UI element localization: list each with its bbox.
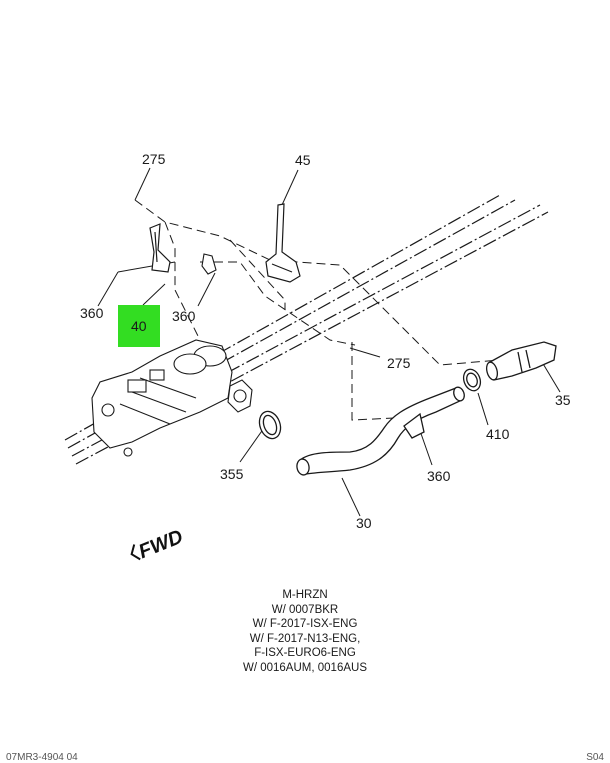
callout-275-top[interactable]: 275 [142, 151, 166, 167]
bracket-275 [149, 223, 171, 273]
fwd-indicator: FWD [130, 526, 186, 563]
bracket-45 [265, 203, 301, 283]
callout-30[interactable]: 30 [356, 515, 372, 531]
callout-410[interactable]: 410 [486, 426, 510, 442]
exhaust-pipe-30 [296, 386, 465, 476]
note-line: W/ 0007BKR [271, 603, 339, 616]
fwd-arrow-icon [130, 544, 141, 561]
leader-lines [97, 167, 561, 517]
callout-35[interactable]: 35 [555, 392, 571, 408]
clamp-360-mid [201, 253, 217, 275]
note-line: W/ 0016AUM, 0016AUS [242, 661, 367, 674]
callout-40[interactable]: 40 [131, 318, 147, 334]
callout-45[interactable]: 45 [295, 152, 311, 168]
fwd-label: FWD [136, 526, 186, 563]
note-line: W/ F-2017-ISX-ENG [252, 618, 358, 631]
callout-360-right[interactable]: 360 [427, 468, 451, 484]
callout-355[interactable]: 355 [220, 466, 244, 482]
note-line: M-HRZN [282, 589, 328, 601]
note-line: W/ F-2017-N13-ENG, [249, 632, 361, 645]
callout-360-left[interactable]: 360 [80, 305, 104, 321]
applicability-notes: M-HRZN W/ 0007BKR W/ F-2017-ISX-ENG W/ F… [200, 588, 410, 676]
callout-275-mid[interactable]: 275 [387, 355, 411, 371]
callout-40-highlight[interactable] [118, 305, 160, 347]
clamp-355 [258, 410, 282, 440]
clamp-410 [462, 368, 482, 392]
callout-360-mid[interactable]: 360 [172, 308, 196, 324]
footer-sheet-id: S04 [586, 752, 604, 763]
tailpipe-35 [485, 341, 557, 381]
note-line: F-ISX-EURO6-ENG [254, 647, 356, 660]
aftertreatment-assembly [91, 339, 253, 457]
footer-drawing-id: 07MR3-4904 04 [6, 752, 78, 763]
